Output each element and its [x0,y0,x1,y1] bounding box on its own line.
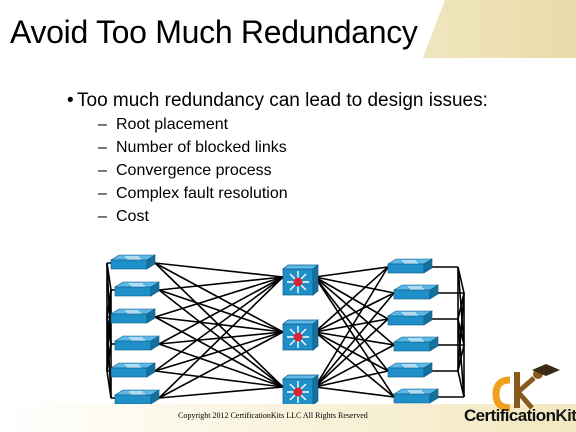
sub-item: –Convergence process [98,159,288,182]
network-link [314,318,389,388]
switch-icon [386,310,434,326]
network-link [158,276,284,291]
network-link [158,331,284,399]
main-bullet-text: Too much redundancy can lead to design i… [77,90,488,111]
network-link [154,276,284,372]
sub-item: –Root placement [98,113,288,136]
sub-item-text: Number of blocked links [116,139,287,156]
multilayer-switch-icon [282,374,319,405]
network-link [314,276,389,372]
copyright-text: Copyright 2012 CertificationKits LLC All… [178,411,368,420]
network-links [106,262,465,399]
switch-icon [109,254,157,270]
switch-icon [392,336,440,352]
network-link [154,262,284,278]
switch-icon [113,281,161,297]
network-link [158,276,284,345]
network-link [314,266,389,333]
network-link [154,276,284,318]
network-nodes [109,254,440,405]
network-link [106,370,112,399]
switch-icon [392,284,440,300]
network-link [314,276,395,346]
switch-icon [392,388,440,404]
dash-icon: – [98,162,107,179]
network-link [314,370,389,388]
dash-icon: – [98,139,107,156]
network-link [314,386,395,398]
logo-text-kits: Kits [555,406,576,425]
dash-icon: – [98,208,107,225]
network-link [314,331,389,372]
network-link [314,266,389,388]
network-link [457,344,465,372]
network-link [158,386,284,399]
multilayer-switch-icon [282,264,319,296]
network-link [314,266,389,278]
network-link [314,344,395,388]
title-bar: Avoid Too Much Redundancy [0,0,576,58]
main-bullet: •Too much redundancy can lead to design … [67,90,488,112]
sub-item-text: Convergence process [116,162,272,179]
bullet-dot-icon: • [67,90,74,111]
switch-icon [386,362,434,378]
footer-bar [0,404,576,432]
network-link [314,276,395,294]
switch-icon [109,362,157,378]
network-link [314,292,395,388]
sub-item-text: Cost [116,208,149,225]
multilayer-switch-icon [282,319,319,351]
network-link [154,331,284,372]
redundant-network-diagram [106,254,465,405]
dash-icon: – [98,185,107,202]
sub-item: –Number of blocked links [98,136,288,159]
sub-item-text: Complex fault resolution [116,185,288,202]
sub-item-text: Root placement [116,116,229,133]
network-link [314,318,389,333]
network-link [314,276,395,398]
dash-icon: – [98,116,107,133]
switch-icon [113,389,161,405]
network-link [154,370,284,388]
network-link [314,292,395,333]
switch-icon [113,335,161,351]
slide-title: Avoid Too Much Redundancy [10,14,418,50]
network-link [314,331,395,346]
logo-text: CertificationKits [464,406,576,426]
sub-item: –Cost [98,205,288,228]
network-link [314,331,395,398]
certificationkits-logo-icon [492,364,560,412]
network-link [314,276,389,320]
title-tab [0,0,445,58]
logo-text-certification: Certification [464,406,556,425]
sub-bullet-list: –Root placement –Number of blocked links… [98,113,288,228]
network-link [457,370,465,398]
network-link [158,276,284,399]
switch-icon [386,258,434,274]
switch-icon [109,308,157,324]
sub-item: –Complex fault resolution [98,182,288,205]
